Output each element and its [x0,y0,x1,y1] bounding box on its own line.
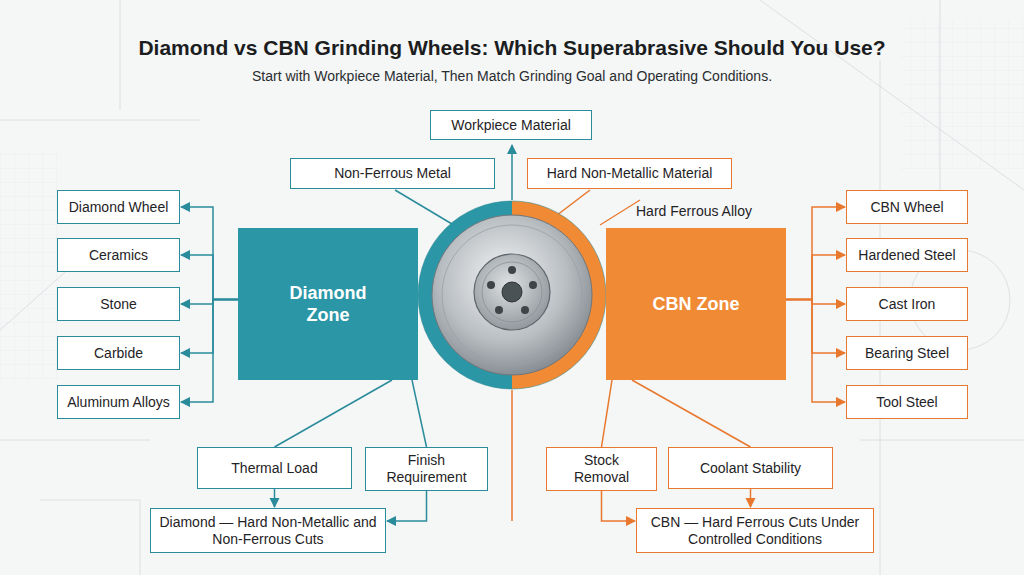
diagram-subtitle: Start with Workpiece Material, Then Matc… [0,68,1024,84]
factor-box: Thermal Load [197,447,352,489]
node-label: Cast Iron [879,296,936,313]
connector-arrow [181,299,238,353]
node-label: Diamond Zone [273,282,383,326]
connector-arrow [786,299,845,402]
zone-band: Diamond Zone [238,228,418,380]
node-label: Thermal Load [231,460,317,477]
connector-arrow [786,207,845,299]
material-box: Carbide [57,336,180,370]
connector-arrow [602,491,636,521]
node-label: Coolant Stability [700,460,801,477]
material-box: Cast Iron [846,287,968,321]
factor-box: Stock Removal [546,447,657,491]
connector-arrow [602,380,613,447]
connector-arrow [412,380,427,447]
node-label: Non-Ferrous Metal [334,165,451,182]
material-box: Stone [57,287,180,321]
result-box: Diamond — Hard Non-Metallic and Non-Ferr… [150,508,386,553]
material-box: Bearing Steel [846,336,968,370]
diagram-title: Diamond vs CBN Grinding Wheels: Which Su… [0,36,1024,60]
node-label: Finish Requirement [374,452,479,486]
factor-box: Coolant Stability [668,447,833,489]
category-box: Non-Ferrous Metal [290,158,495,189]
node-label: Hardened Steel [858,247,955,264]
connector-arrow [387,491,427,521]
material-box: Hardened Steel [846,238,968,272]
material-box: Tool Steel [846,385,968,419]
node-label: Hard Non-Metallic Material [547,165,713,182]
connector-arrow [275,380,393,447]
node-label: Carbide [94,345,143,362]
factor-box: Finish Requirement [365,447,488,491]
node-label: CBN — Hard Ferrous Cuts Under Controlled… [645,514,865,548]
input-box: Workpiece Material [430,110,592,140]
node-label: Aluminum Alloys [67,394,170,411]
connector-arrow [181,255,238,299]
node-label: Tool Steel [876,394,937,411]
connector-arrow [632,380,751,447]
connector-arrow [786,299,845,353]
node-label: Stone [100,296,137,313]
material-box: CBN Wheel [846,190,968,224]
free-label: Hard Ferrous Alloy [636,203,752,219]
node-label: Workpiece Material [451,117,571,134]
node-label: Bearing Steel [865,345,949,362]
connector-arrow [786,255,845,299]
connector-arrow [181,207,238,299]
node-label: Ceramics [89,247,148,264]
result-box: CBN — Hard Ferrous Cuts Under Controlled… [636,508,874,553]
node-label: Diamond — Hard Non-Metallic and Non-Ferr… [159,514,377,548]
connector-arrow [274,489,276,507]
connector-arrow [181,299,238,402]
node-label: CBN Zone [653,293,740,315]
material-box: Aluminum Alloys [57,385,180,419]
category-box: Hard Non-Metallic Material [527,158,732,189]
zone-band: CBN Zone [606,228,786,380]
connector-arrow [750,489,752,507]
material-box: Diamond Wheel [57,190,180,224]
node-label: CBN Wheel [870,199,943,216]
node-label: Stock Removal [555,452,648,486]
material-box: Ceramics [57,238,180,272]
node-label: Diamond Wheel [69,199,169,216]
